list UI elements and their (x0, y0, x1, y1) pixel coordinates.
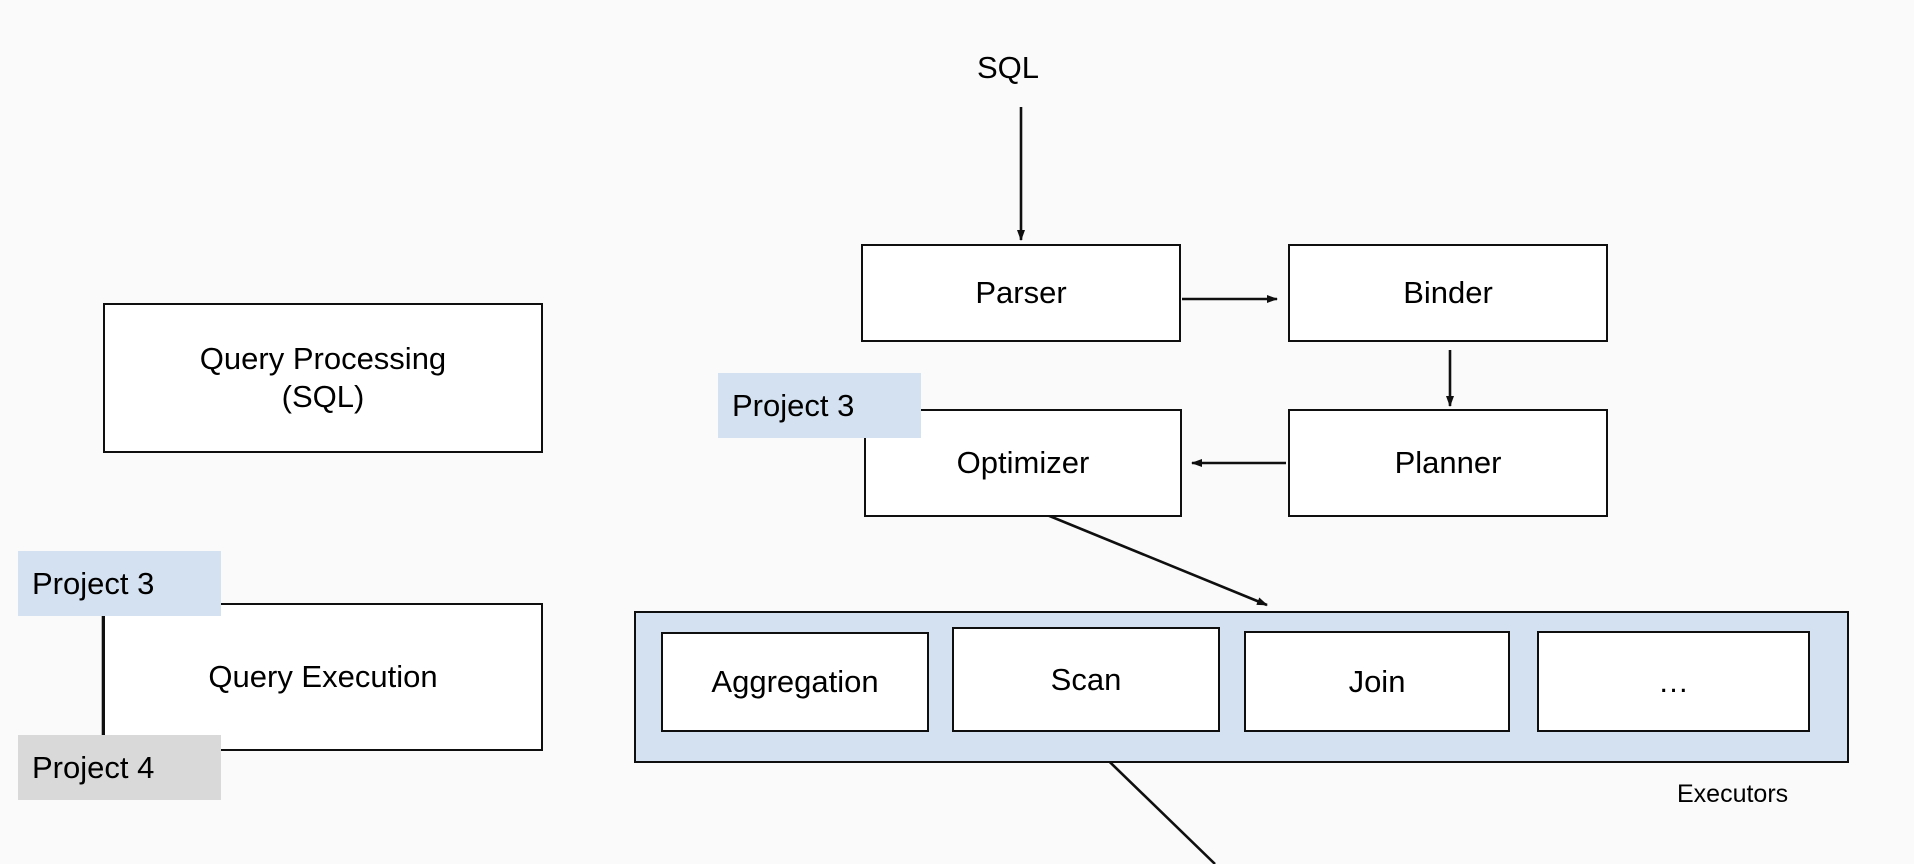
executors-group-label: Executors (1677, 780, 1789, 808)
executor-box-scan[interactable]: Scan (952, 627, 1220, 732)
planner-label: Planner (1394, 445, 1502, 481)
optimizer-box[interactable]: Optimizer (864, 409, 1182, 517)
sql-input-label: SQL (977, 50, 1040, 85)
chip-project-4-execution[interactable]: Project 4 (18, 735, 221, 800)
parser-box[interactable]: Parser (861, 244, 1181, 342)
chip-project-3-execution[interactable]: Project 3 (18, 551, 221, 616)
executor-scan-label: Scan (1050, 661, 1122, 697)
query-processing-line1: Query Processing (199, 341, 447, 377)
parser-label: Parser (975, 275, 1067, 311)
query-processing-box[interactable]: Query Processing (SQL) (103, 303, 543, 453)
executor-more-label: … (1658, 663, 1689, 699)
executor-join-label: Join (1348, 663, 1406, 699)
executor-box-more[interactable]: … (1537, 631, 1810, 732)
optimizer-label: Optimizer (956, 445, 1090, 481)
query-execution-label: Query Execution (208, 659, 438, 695)
executor-box-aggregation[interactable]: Aggregation (661, 632, 929, 732)
query-processing-line2: (SQL) (281, 379, 365, 414)
binder-label: Binder (1403, 275, 1493, 311)
executor-aggregation-label: Aggregation (711, 664, 879, 700)
binder-box[interactable]: Binder (1288, 244, 1608, 342)
query-execution-box[interactable]: Query Execution (103, 603, 543, 751)
chip-project-3-optimizer-label: Project 3 (732, 387, 855, 423)
chip-project-4-execution-label: Project 4 (32, 749, 155, 785)
chip-project-3-execution-label: Project 3 (32, 565, 155, 601)
arrow-optimizer-to-executors (1029, 506, 1268, 607)
planner-box[interactable]: Planner (1288, 409, 1608, 517)
executor-box-join[interactable]: Join (1244, 631, 1510, 732)
chip-project-3-optimizer[interactable]: Project 3 (718, 373, 921, 438)
